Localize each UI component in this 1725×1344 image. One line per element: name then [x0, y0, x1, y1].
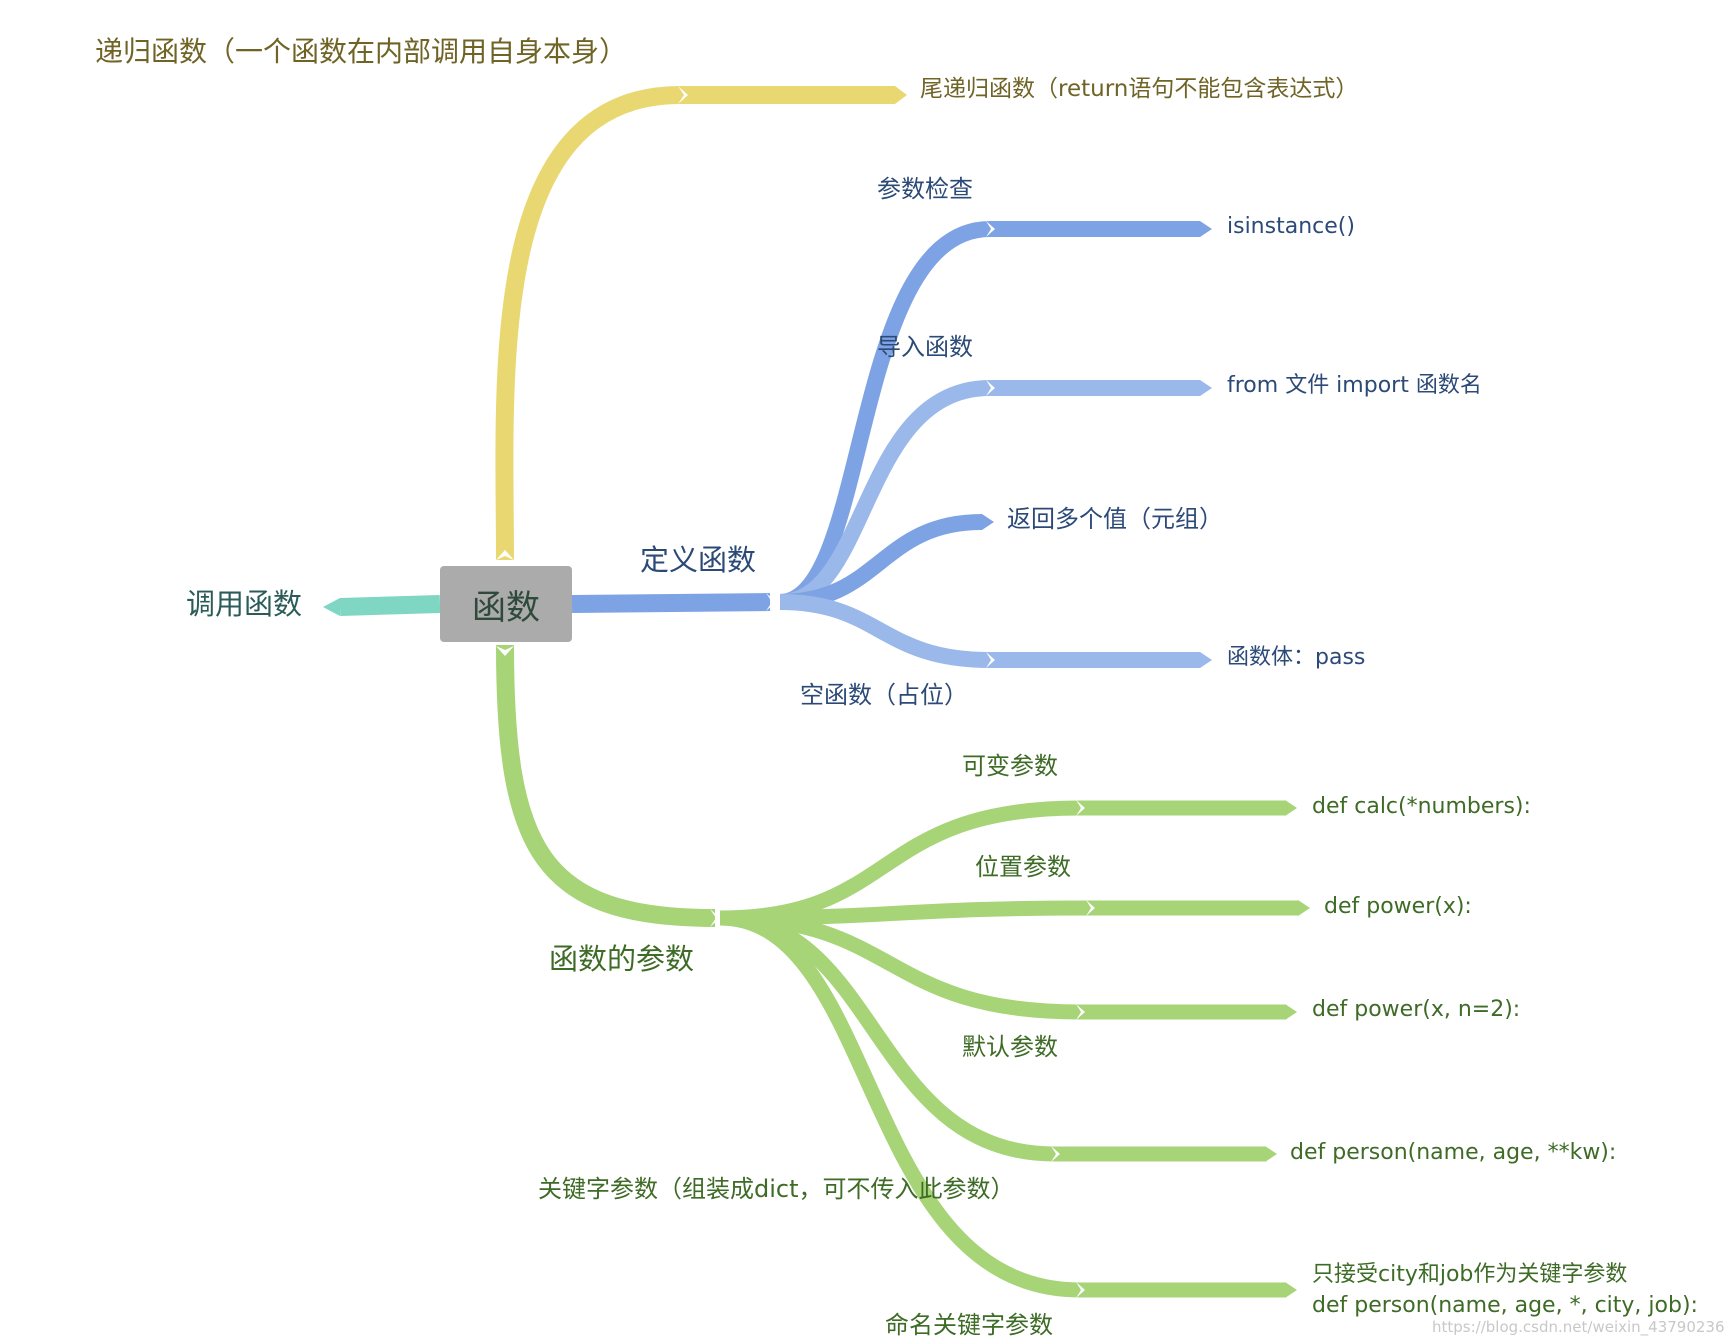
branch-recursion-connector [495, 86, 907, 561]
params-child3-label: 默认参数 [962, 1033, 1058, 1061]
params-child3-curve [719, 910, 1081, 1020]
params-child3-leaf: def power(x, n=2): [1312, 997, 1521, 1022]
params-trunk [496, 644, 716, 927]
center-node[interactable]: 函数 [440, 566, 572, 642]
params-child1-label: 可变参数 [962, 752, 1058, 780]
define-child2-label: 导入函数 [877, 333, 973, 361]
params-child5-leaf-line2: def person(name, age, *, city, job): [1312, 1293, 1698, 1318]
define-child1-leaf: isinstance() [1227, 214, 1355, 239]
define-child1-arrow [1200, 221, 1212, 237]
params-child5-arrow [1285, 1282, 1297, 1298]
define-child2-chevron [986, 380, 995, 396]
define-child2-leaf: from 文件 import 函数名 [1227, 373, 1482, 398]
center-bottom-notch [496, 646, 514, 656]
params-child2-label: 位置参数 [975, 853, 1071, 881]
branch-call-connector [323, 595, 441, 616]
define-child4-label: 空函数（占位） [800, 681, 968, 709]
params-child1-leaf: def calc(*numbers): [1312, 794, 1531, 819]
define-label: 定义函数 [640, 543, 757, 577]
recursion-label: 递归函数（一个函数在内部调用自身本身） [95, 35, 628, 68]
define-joint-chevron [766, 593, 776, 611]
params-child5-leaf-line1: 只接受city和job作为关键字参数 [1312, 1262, 1628, 1287]
define-child3-arrow [982, 514, 994, 530]
params-child4-leaf: def person(name, age, **kw): [1290, 1140, 1617, 1165]
params-child1-chevron [1076, 800, 1085, 816]
params-joint-chevron [710, 909, 720, 927]
define-child4-arrow [1200, 652, 1212, 668]
define-child1-label: 参数检查 [877, 175, 973, 203]
params-child2-arrow [1298, 900, 1310, 916]
recursion-trunk [495, 86, 681, 561]
define-child4-leaf: 函数体：pass [1227, 645, 1366, 670]
recursion-leaf-arrow [895, 86, 907, 104]
params-child1-arrow [1285, 800, 1297, 816]
params-child4-arrow [1265, 1146, 1277, 1162]
center-top-notch [496, 550, 514, 560]
params-child2-leaf: def power(x): [1324, 894, 1472, 919]
params-child3-chevron [1076, 1004, 1085, 1020]
params-child5-chevron [1076, 1282, 1085, 1298]
params-child4-label: 关键字参数（组装成dict，可不传入此参数） [538, 1175, 1015, 1203]
define-child1-curve [778, 221, 991, 610]
call-arrow [323, 598, 340, 616]
watermark: https://blog.csdn.net/weixin_43790236 [1432, 1318, 1725, 1336]
define-child4-chevron [986, 652, 995, 668]
call-label: 调用函数 [186, 587, 303, 621]
params-child2-chevron [1086, 900, 1095, 916]
branch-define-connector [571, 221, 1212, 668]
define-child1-chevron [986, 221, 995, 237]
define-child4-curve [779, 594, 991, 668]
params-child5-curve [719, 910, 1081, 1298]
params-label: 函数的参数 [549, 942, 695, 976]
params-child5-label: 命名关键字参数 [885, 1311, 1053, 1339]
recursion-leaf-label: 尾递归函数（return语句不能包含表达式） [920, 76, 1359, 102]
params-child4-chevron [1051, 1146, 1060, 1162]
recursion-joint-chevron [678, 86, 688, 104]
define-child3-label: 返回多个值（元组） [1007, 505, 1223, 533]
center-node-label: 函数 [472, 587, 540, 628]
branch-params-connector [496, 644, 1310, 1298]
define-child2-arrow [1200, 380, 1212, 396]
call-bar [339, 595, 441, 616]
define-trunk [571, 593, 771, 613]
params-child3-arrow [1285, 1004, 1297, 1020]
